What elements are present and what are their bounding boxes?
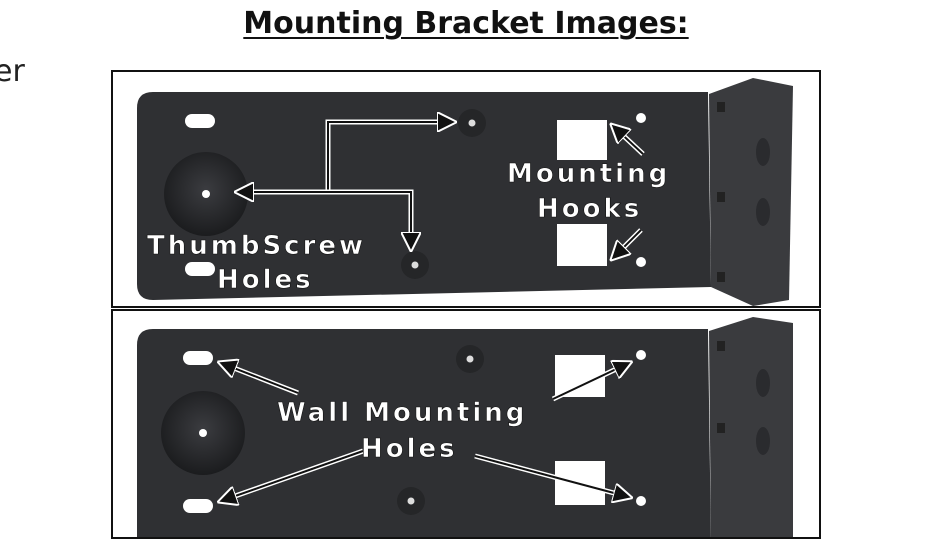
label-wall-line1: Wall Mounting <box>277 398 527 428</box>
wall-slot-lower <box>185 262 215 276</box>
flange-slot <box>717 102 725 112</box>
bracket-photo-bottom: Wall Mounting Holes <box>111 309 821 539</box>
cropped-text-fragment: er <box>0 54 25 89</box>
wall-slot-upper <box>183 351 213 365</box>
bracket-top-illustration: ThumbScrew Holes Mounting Hooks <box>137 78 793 306</box>
thumbscrew-hole-bottom <box>411 261 419 269</box>
label-hooks-line2: Hooks <box>537 194 642 224</box>
thumbscrew-hole-top <box>468 119 476 127</box>
arrow-to-bottom-hole <box>328 191 411 248</box>
flange-dimple <box>756 369 770 397</box>
hook-cutout-bottom <box>557 224 607 266</box>
label-thumbscrew-line2: Holes <box>217 265 314 295</box>
flange-dimple <box>756 138 770 166</box>
flange-dimple <box>756 427 770 455</box>
label-thumbscrew-line1: ThumbScrew <box>147 231 366 261</box>
thumbscrew-hole-top <box>466 355 474 363</box>
arrow-to-hook-top <box>613 126 644 155</box>
bracket-bottom-illustration: Wall Mounting Holes <box>137 317 793 537</box>
bracket-flange <box>709 317 793 537</box>
hook-cutout-top <box>557 120 607 160</box>
arrow-to-top-hole <box>327 122 453 192</box>
thumbscrew-hole-bottom <box>407 497 415 505</box>
wall-slot-upper <box>185 114 215 128</box>
label-wall-line2: Holes <box>361 434 458 464</box>
arrow-to-bottom-hole <box>474 455 629 497</box>
arrow-to-top-hole <box>552 363 629 400</box>
small-hole <box>636 257 646 267</box>
bracket-flange <box>709 78 793 306</box>
flange-slot <box>717 272 725 282</box>
arrow-to-hook-bottom <box>613 229 642 258</box>
arrow-to-lower-slot <box>221 450 364 501</box>
label-hooks-line1: Mounting <box>507 159 670 189</box>
flange-slot <box>717 423 725 433</box>
wall-slot-lower <box>183 499 213 513</box>
flange-dimple <box>756 198 770 226</box>
flange-slot <box>717 341 725 351</box>
bracket-photo-top: ThumbScrew Holes Mounting Hooks <box>111 70 821 308</box>
arrow-to-upper-slot <box>221 363 299 394</box>
thumbscrew-hole-left <box>199 429 207 437</box>
page-title: Mounting Bracket Images: <box>243 6 689 41</box>
wall-hole-top <box>636 350 646 360</box>
flange-slot <box>717 192 725 202</box>
wall-hole-bottom <box>636 496 646 506</box>
thumbscrew-hole-left <box>202 190 210 198</box>
small-hole <box>636 113 646 123</box>
